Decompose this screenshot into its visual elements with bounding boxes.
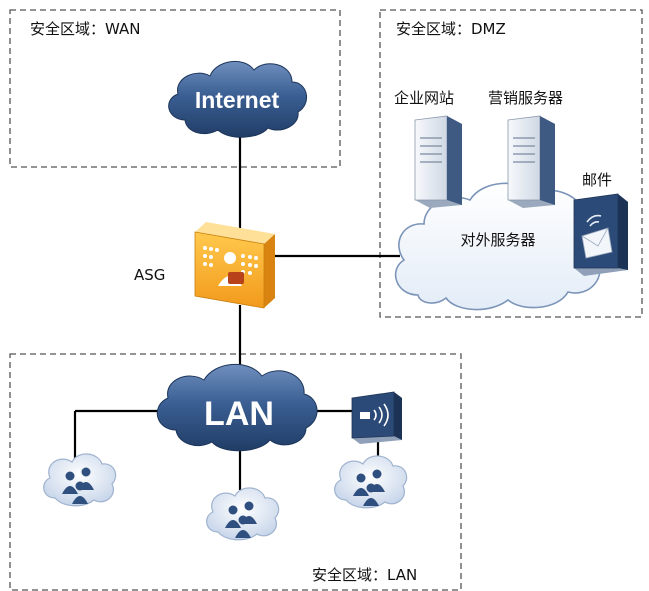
- user-group-right-icon: [334, 455, 408, 509]
- mail-label: 邮件: [582, 171, 612, 189]
- lan-label: LAN: [204, 395, 274, 433]
- wireless-ap-icon: [351, 391, 402, 444]
- web-server-label: 企业网站: [394, 89, 454, 107]
- dmz-cloud-label: 对外服务器: [460, 231, 535, 249]
- asg-label: ASG: [134, 266, 165, 284]
- zone-wan-label: 安全区域：WAN: [30, 20, 141, 38]
- marketing-server-label: 营销服务器: [488, 89, 563, 107]
- zone-lan-label: 安全区域：LAN: [312, 566, 417, 584]
- lan-cloud: LAN: [156, 363, 318, 452]
- zone-dmz-box: [379, 9, 643, 318]
- zone-dmz-label: 安全区域：DMZ: [396, 20, 506, 38]
- user-group-center-icon: [206, 487, 280, 541]
- internet-label: Internet: [195, 87, 280, 113]
- zone-wan-box: [9, 9, 341, 168]
- user-group-left-icon: [43, 453, 117, 507]
- internet-cloud: Internet: [168, 61, 307, 138]
- asg-device: [194, 222, 275, 309]
- mail-server-icon: [573, 193, 628, 276]
- web-server: [414, 115, 462, 208]
- marketing-server: [507, 115, 555, 208]
- zone-lan-box: [9, 353, 462, 591]
